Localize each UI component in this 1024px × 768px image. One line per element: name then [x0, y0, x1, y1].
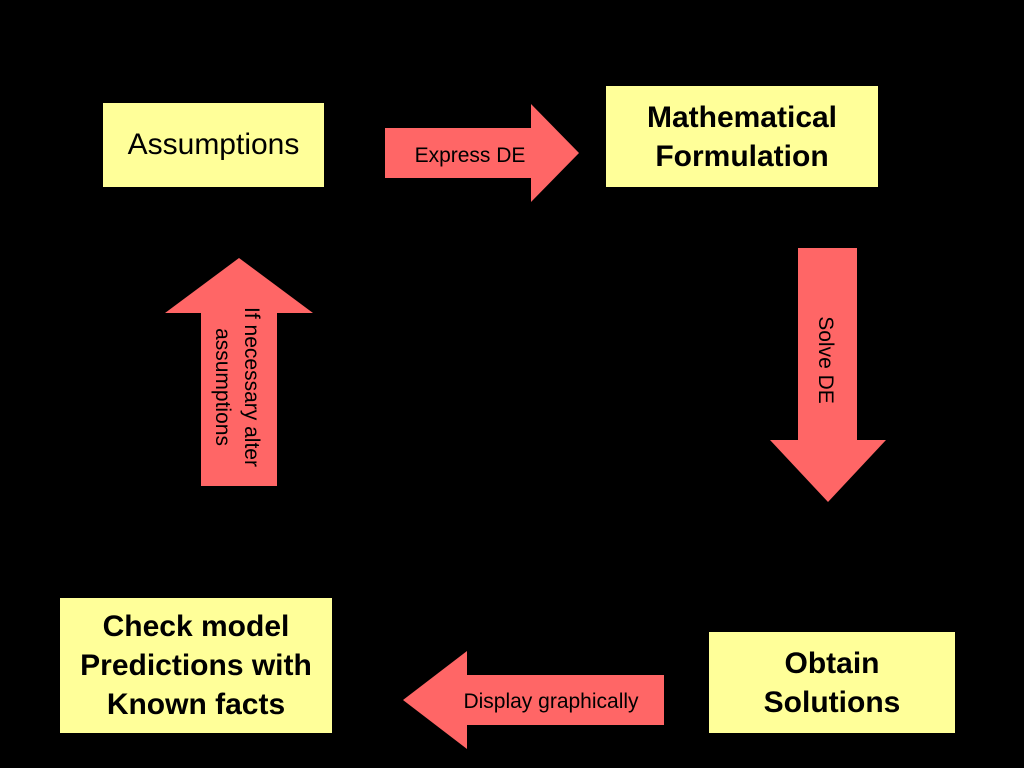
express-de-label: Express DE	[415, 144, 526, 167]
obtain-solutions-node: Obtain Solutions	[709, 632, 955, 733]
express-de-arrow	[385, 104, 579, 202]
solve-de-arrow	[770, 248, 886, 502]
alter-assumptions-label-line2: assumptions	[211, 328, 234, 446]
alter-assumptions-label-line1: If necessary alter	[240, 307, 263, 467]
check-model-node: Check model Predictions with Known facts	[60, 598, 332, 733]
assumptions-node: Assumptions	[103, 103, 324, 187]
mathematical-formulation-node: Mathematical Formulation	[606, 86, 878, 187]
alter-assumptions-arrow	[165, 258, 313, 486]
display-graphically-arrow	[403, 651, 664, 749]
display-graphically-label: Display graphically	[463, 690, 639, 713]
solve-de-label: Solve DE	[814, 316, 837, 404]
